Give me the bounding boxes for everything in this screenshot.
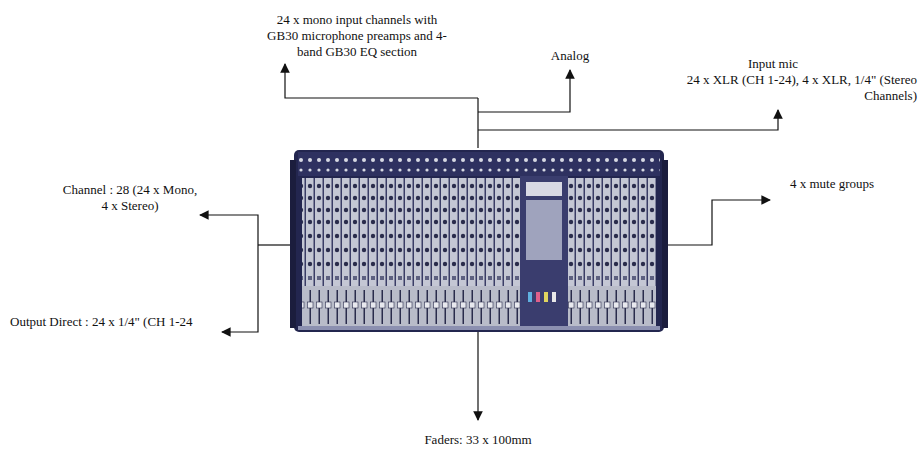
annotation-text: Input mic (748, 56, 798, 71)
annotation-text: Faders: 33 x 100mm (424, 432, 531, 447)
annotation-label: Faders: 33 x 100mm (378, 432, 578, 448)
annotation-text: Output Direct : 24 x 1/4" (CH 1-24 (10, 314, 193, 329)
annotation-text: 4 x mute groups (790, 176, 874, 191)
annotation-text: 24 x XLR (CH 1-24), 4 x XLR, 1/4" (Stere… (687, 72, 917, 103)
annotation-label: 24 x mono input channels with GB30 micro… (262, 12, 452, 60)
annotation-label: 24 x XLR (CH 1-24), 4 x XLR, 1/4" (Stere… (655, 72, 917, 104)
annotation-text: Analog (551, 48, 589, 63)
annotation-text: Channel : 28 (24 x Mono, 4 x Stereo) (63, 182, 197, 213)
annotation-label: Channel : 28 (24 x Mono, 4 x Stereo) (60, 182, 200, 214)
annotation-label: Output Direct : 24 x 1/4" (CH 1-24 (10, 314, 200, 330)
annotation-label: 4 x mute groups (782, 176, 882, 192)
annotation-label: Analog (535, 48, 605, 64)
annotation-text: 24 x mono input channels with GB30 micro… (267, 12, 447, 59)
annotation-label: Input mic (708, 56, 838, 72)
